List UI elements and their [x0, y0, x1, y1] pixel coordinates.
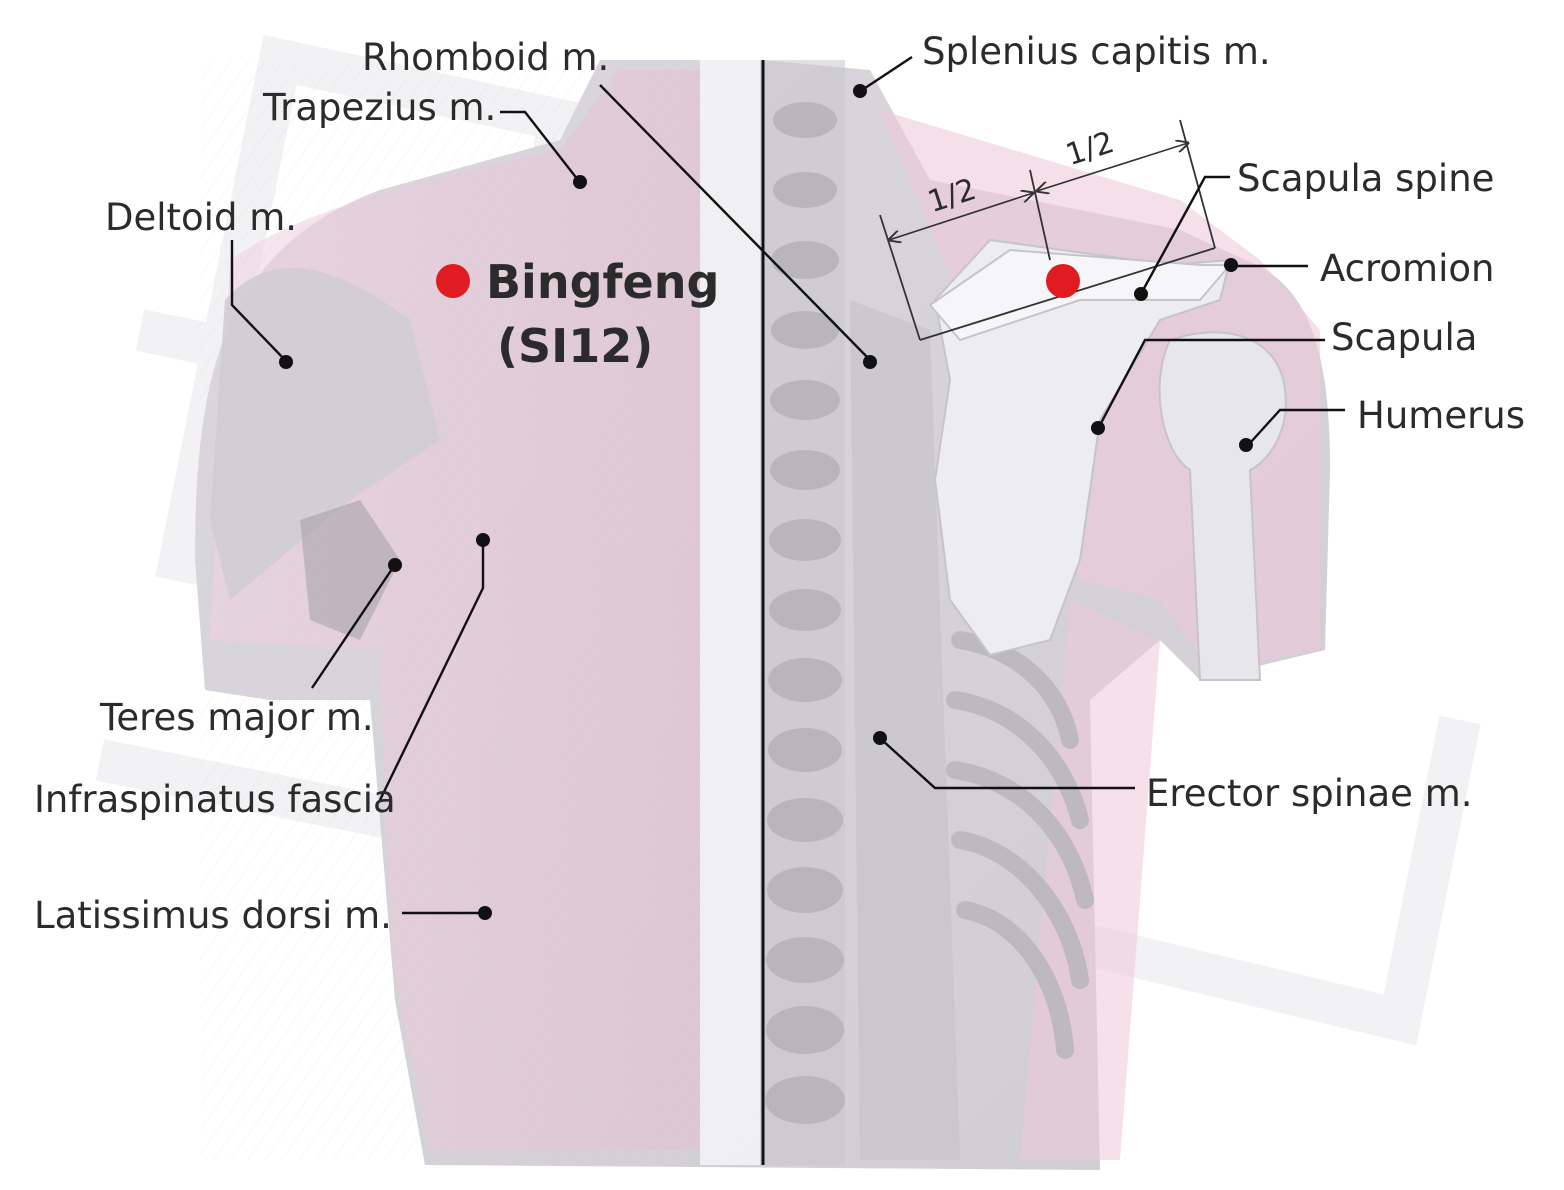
label-rhomboid: Rhomboid m. [362, 36, 609, 79]
bingfeng-legend-marker [436, 264, 470, 298]
ribs [946, 631, 1094, 1059]
label-deltoid: Deltoid m. [105, 196, 297, 239]
label-splenius: Splenius capitis m. [922, 30, 1271, 73]
label-teres-major: Teres major m. [99, 696, 374, 739]
spine [700, 60, 960, 1165]
label-humerus: Humerus [1357, 394, 1525, 437]
label-acromion: Acromion [1320, 247, 1494, 290]
measure-right-label: 1/2 [1062, 125, 1119, 173]
label-erector: Erector spinae m. [1146, 772, 1473, 815]
bingfeng-point-marker [1046, 264, 1080, 298]
point-name: Bingfeng [486, 255, 719, 309]
labels: Rhomboid m. Trapezius m. Deltoid m. Tere… [34, 30, 1525, 937]
label-scapula-spine: Scapula spine [1237, 157, 1494, 200]
label-infraspinatus: Infraspinatus fascia [34, 778, 396, 821]
label-latissimus: Latissimus dorsi m. [34, 894, 392, 937]
label-trapezius: Trapezius m. [262, 86, 496, 129]
leader-lines [230, 55, 1345, 920]
scapula-bones [928, 238, 1287, 681]
label-scapula: Scapula [1331, 316, 1477, 359]
acupoint-markers [436, 264, 1080, 298]
point-code: (SI12) [497, 319, 653, 373]
